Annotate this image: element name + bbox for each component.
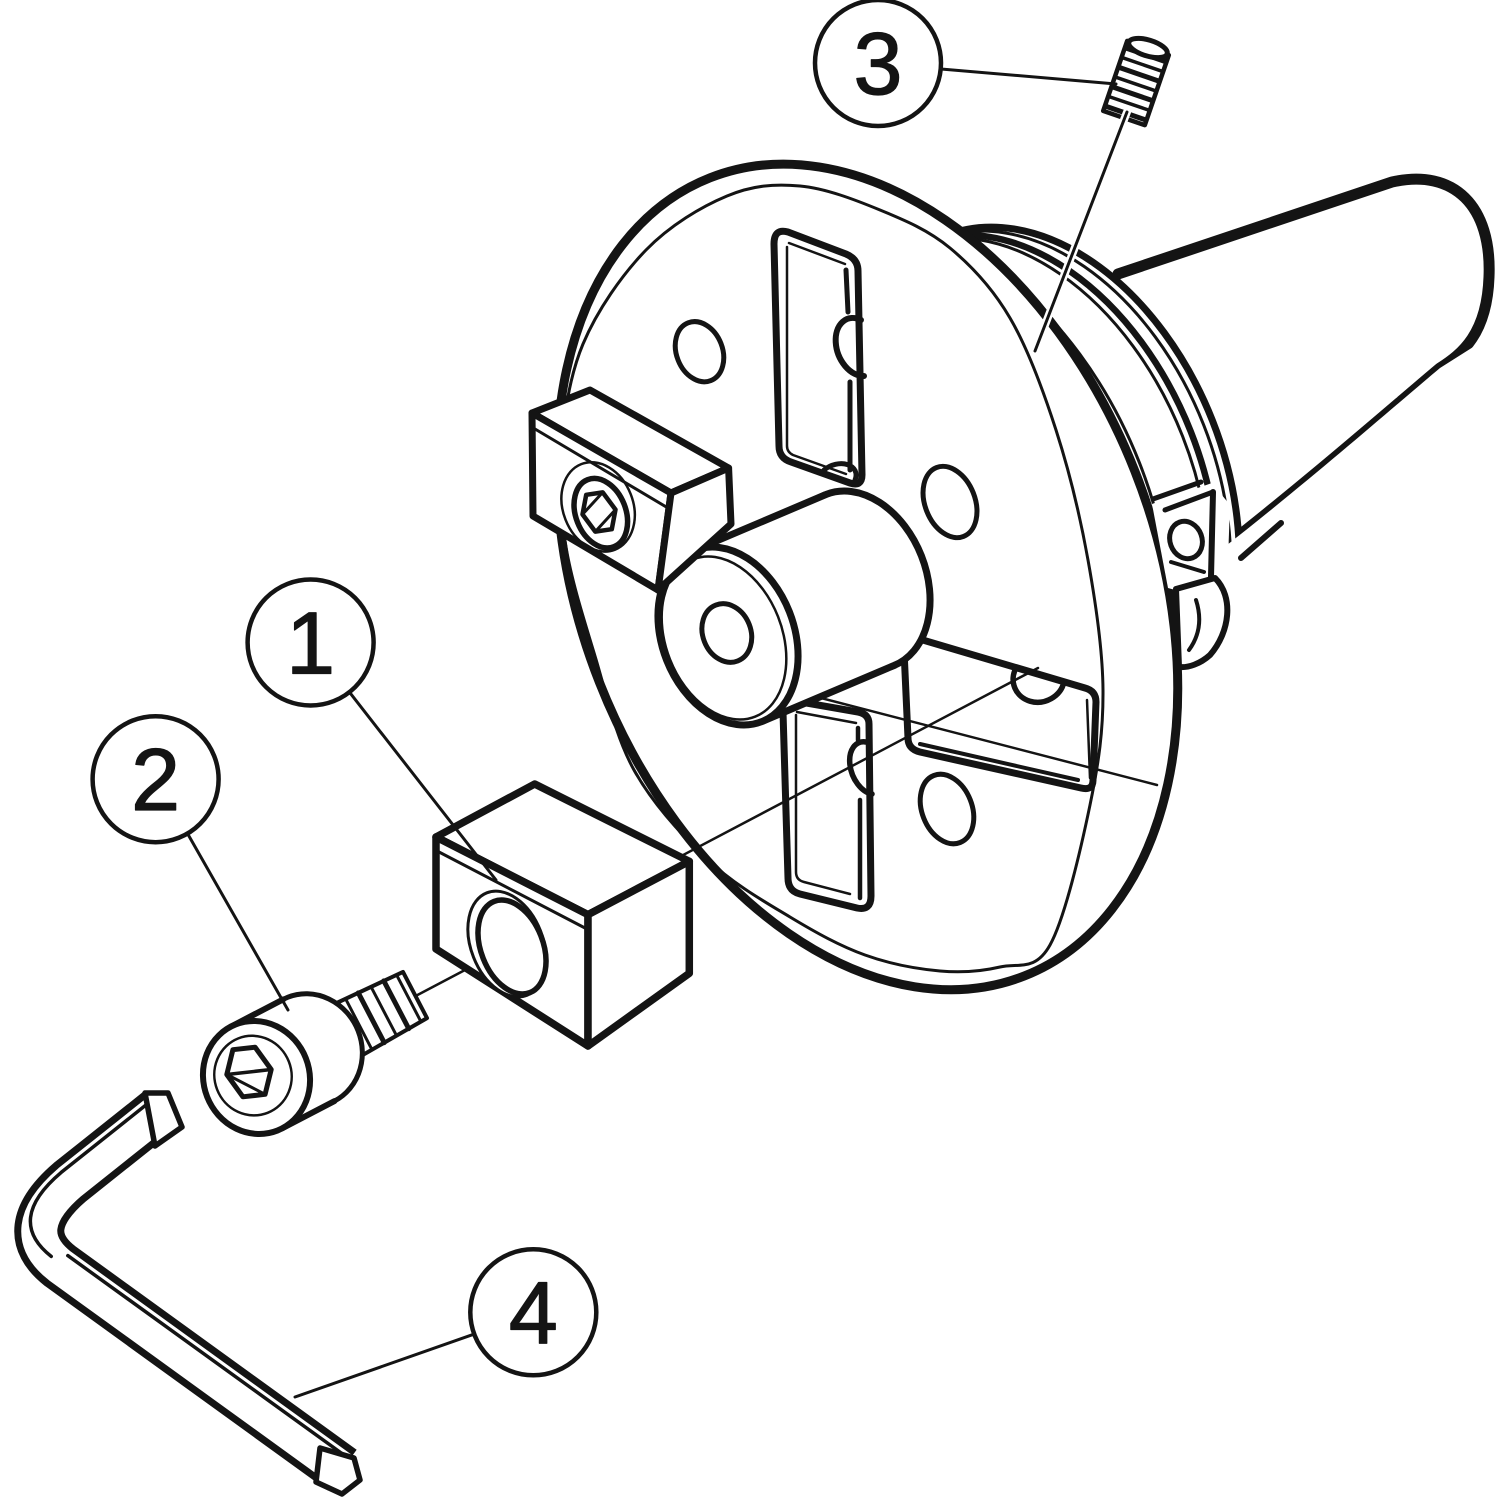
svg-text:3: 3 (854, 14, 903, 113)
svg-text:2: 2 (131, 730, 180, 829)
svg-text:1: 1 (286, 594, 335, 693)
svg-text:4: 4 (509, 1263, 558, 1362)
